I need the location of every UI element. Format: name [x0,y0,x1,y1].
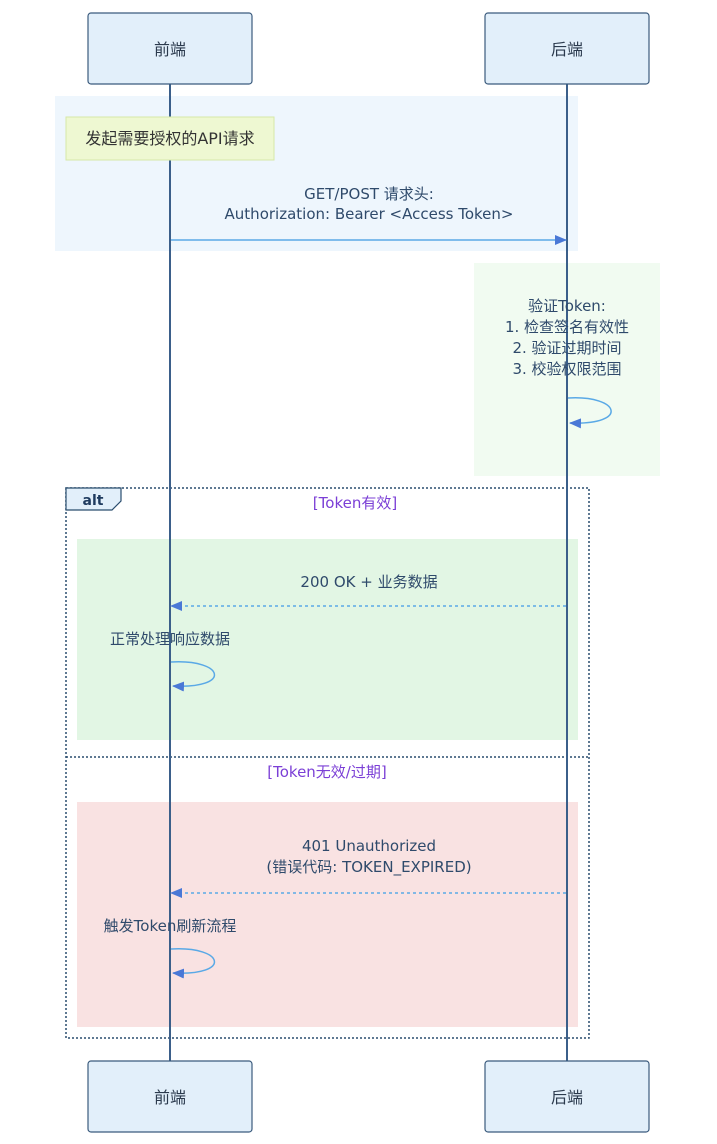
alt-frame [65,487,590,1039]
actor-backend-top-label: 后端 [551,40,583,59]
actor-backend-top[interactable]: 后端 [484,12,650,85]
actor-frontend-top-label: 前端 [154,40,186,59]
refresh-label: 触发Token刷新流程 [104,917,237,935]
actor-backend-bottom-label: 后端 [551,1088,583,1107]
unauthorized-line1: 401 Unauthorized [302,837,436,855]
verify-step2: 2. 验证过期时间 [512,339,621,357]
ok-handle-label: 正常处理响应数据 [110,630,230,648]
unauthorized-line2: (错误代码: TOKEN_EXPIRED) [266,858,471,877]
actor-backend-bottom[interactable]: 后端 [484,1060,650,1133]
ok-response-label: 200 OK + 业务数据 [300,573,437,591]
frontend-note [65,116,275,161]
alt-condition-invalid: [Token无效/过期] [267,763,386,781]
ok-region [77,539,578,740]
alt-condition-valid: [Token有效] [313,494,397,512]
verify-self-arrow [567,397,612,429]
verify-title: 验证Token: [528,297,606,315]
verify-step3: 3. 校验权限范围 [512,360,621,378]
actor-frontend-bottom-label: 前端 [154,1088,186,1107]
refresh-self-arrow [170,948,216,979]
alt-tag-box [65,487,122,511]
frontend-note-text: 发起需要授权的API请求 [85,129,254,148]
alt-tag-label: alt [83,493,104,509]
verify-step1: 1. 检查签名有效性 [505,318,629,336]
request-header-line1: GET/POST 请求头: [304,185,434,203]
request-header-line2: Authorization: Bearer <Access Token> [225,205,514,223]
actor-frontend-bottom[interactable]: 前端 [87,1060,253,1133]
error-region [77,802,578,1027]
actor-frontend-top[interactable]: 前端 [87,12,253,85]
ok-handle-self-arrow [170,661,216,692]
